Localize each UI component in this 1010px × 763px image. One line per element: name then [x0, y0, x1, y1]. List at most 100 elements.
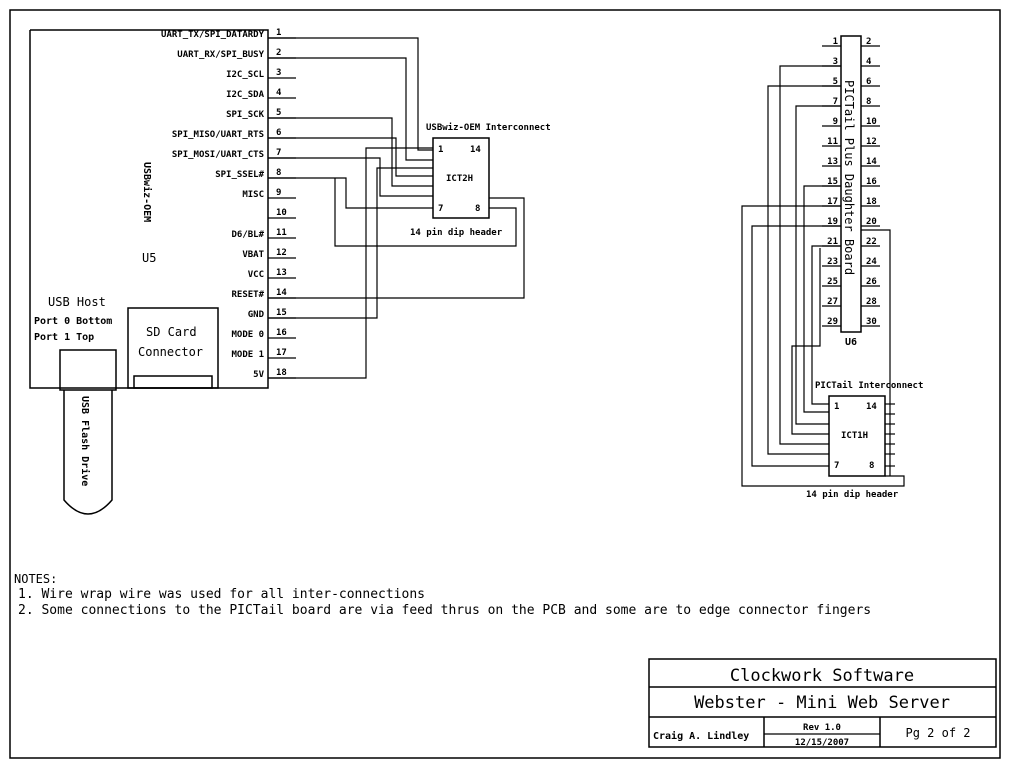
ict1h-pin-8: 8	[869, 461, 874, 471]
u6-right-pin-number: 18	[866, 197, 877, 207]
u6-left-pin-number: 27	[827, 297, 838, 307]
ict1h-pin-1: 1	[834, 402, 839, 412]
u5-pin-label: GND	[248, 310, 265, 320]
usb-host-port-1: Port 1 Top	[34, 332, 94, 343]
u5-pin-number: 1	[276, 28, 281, 38]
u5-pin-number: 3	[276, 68, 281, 78]
ict1h-header: PICTail Interconnect 1 14 ICT1H 7 8 14 p…	[806, 380, 923, 500]
title-date: 12/15/2007	[795, 738, 849, 748]
ict1h-pin-7: 7	[834, 461, 839, 471]
u5-pin-label: I2C_SCL	[226, 70, 265, 80]
u6-right-pin-number: 12	[866, 137, 877, 147]
u5-pin-number: 9	[276, 188, 281, 198]
u5-pin-number: 7	[276, 148, 281, 158]
u5-pin-label: 5V	[253, 370, 264, 380]
u6-right-pin-number: 14	[866, 157, 877, 167]
u6-left-pin-number: 23	[827, 257, 838, 267]
ict1h-body	[828, 395, 886, 477]
u6-right-pin-number: 10	[866, 117, 877, 127]
u5-pin-number: 14	[276, 288, 287, 298]
u5-pin-number: 10	[276, 208, 287, 218]
ict2h-caption: 14 pin dip header	[410, 227, 503, 238]
title-author: Craig A. Lindley	[653, 730, 749, 742]
u5-pin-label: UART_TX/SPI_DATARDY	[161, 30, 265, 40]
u5-pin-number: 17	[276, 348, 287, 358]
note-2: 2. Some connections to the PICTail board…	[18, 603, 871, 618]
ict2h-body	[432, 137, 490, 219]
u6-left-pin-number: 21	[827, 237, 838, 247]
u5-pin-label: I2C_SDA	[226, 90, 265, 100]
u5-module: 1UART_TX/SPI_DATARDY2UART_RX/SPI_BUSY3I2…	[29, 28, 296, 515]
u6-left-pin-number: 19	[827, 217, 838, 227]
u6-right-pin-number: 4	[866, 57, 872, 67]
u5-pin-label: RESET#	[231, 290, 264, 300]
u5-pin-number: 5	[276, 108, 281, 118]
u6-left-pin-number: 3	[833, 57, 838, 67]
ict2h-pin-1: 1	[438, 145, 443, 155]
u6-right-pin-number: 2	[866, 37, 871, 47]
note-1: 1. Wire wrap wire was used for all inter…	[18, 587, 425, 602]
title-rev: Rev 1.0	[803, 723, 841, 733]
u5-pin-label: SPI_SCK	[226, 110, 265, 120]
wires-u6-ict1h	[741, 65, 905, 487]
notes-heading: NOTES:	[14, 572, 57, 586]
u6-right-pin-number: 22	[866, 237, 877, 247]
ict1h-pin-14: 14	[866, 402, 877, 412]
sd-card-label-1: SD Card	[146, 325, 197, 339]
sd-card-slot	[133, 375, 213, 389]
u5-pin-number: 12	[276, 248, 287, 258]
u5-outline	[29, 29, 269, 389]
u5-pin-number: 16	[276, 328, 287, 338]
ict2h-pin-14: 14	[470, 145, 481, 155]
u5-pin-label: MISC	[242, 190, 264, 200]
title-page: Pg 2 of 2	[905, 726, 970, 740]
usb-flash-drive	[63, 390, 113, 515]
usb-connector	[59, 349, 117, 391]
title-company: Clockwork Software	[730, 666, 914, 686]
u6-connector	[840, 35, 862, 333]
u6-right-pin-number: 30	[866, 317, 877, 327]
ict2h-pin-7: 7	[438, 204, 443, 214]
u5-pin-label: D6/BL#	[231, 230, 264, 240]
u6-left-pin-number: 29	[827, 317, 838, 327]
u6-right-pin-number: 20	[866, 217, 877, 227]
u5-title: USBwiz-OEM	[141, 162, 153, 222]
usb-host-title: USB Host	[48, 295, 106, 309]
u6-right-pin-number: 8	[866, 97, 871, 107]
u5-pin-label: SPI_MOSI/UART_CTS	[172, 150, 264, 160]
u6-left-pin-number: 9	[833, 117, 838, 127]
ict2h-header: USBwiz-OEM Interconnect 1 14 ICT2H 7 8 1…	[410, 122, 551, 238]
ict2h-pin-8: 8	[475, 204, 480, 214]
u5-pin-number: 6	[276, 128, 281, 138]
ict2h-title: USBwiz-OEM Interconnect	[426, 122, 551, 133]
usb-host-port-0: Port 0 Bottom	[34, 316, 112, 327]
u5-pin-number: 4	[276, 88, 282, 98]
ict2h-ref: ICT2H	[446, 174, 473, 184]
u5-ref: U5	[142, 251, 156, 265]
u5-pin-label: SPI_SSEL#	[215, 170, 264, 180]
u5-pin-number: 13	[276, 268, 287, 278]
u5-pin-label: SPI_MISO/UART_RTS	[172, 130, 264, 140]
u6-left-pin-number: 11	[827, 137, 838, 147]
u5-pin-label: MODE 1	[231, 350, 264, 360]
u5-pin-number: 2	[276, 48, 281, 58]
ict1h-title: PICTail Interconnect	[815, 380, 923, 391]
u6-right-pin-number: 26	[866, 277, 877, 287]
u6-left-pin-number: 5	[833, 77, 838, 87]
u6-board: 1357911131517192123252729246810121416182…	[822, 35, 880, 348]
wires-u5-ict2h	[268, 37, 525, 379]
sd-card-label-2: Connector	[138, 345, 203, 359]
u5-pin-label: MODE 0	[231, 330, 264, 340]
u6-right-pin-number: 16	[866, 177, 877, 187]
u5-pin-number: 18	[276, 368, 287, 378]
u6-left-pin-number: 17	[827, 197, 838, 207]
u6-left-pin-number: 7	[833, 97, 838, 107]
sheet-border	[9, 9, 1001, 759]
title-block: Clockwork Software Webster - Mini Web Se…	[648, 658, 997, 748]
u6-title: PICTail Plus Daughter Board	[842, 80, 856, 275]
u5-pin-number: 15	[276, 308, 287, 318]
ict1h-caption: 14 pin dip header	[806, 489, 899, 500]
u6-left-pin-number: 15	[827, 177, 838, 187]
u6-right-pin-number: 24	[866, 257, 877, 267]
u5-pin-label: UART_RX/SPI_BUSY	[177, 50, 264, 60]
